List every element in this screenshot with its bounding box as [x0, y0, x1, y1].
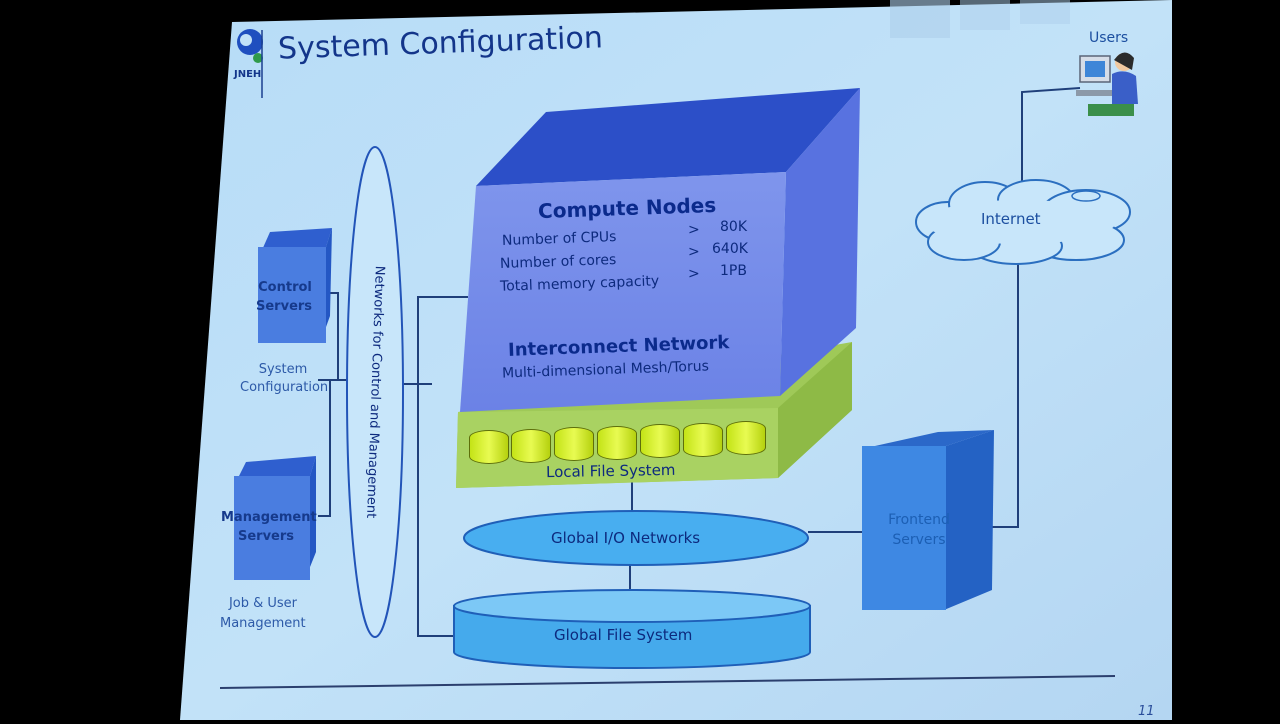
frontend-servers-box	[862, 430, 994, 610]
frontend-servers-label: Servers	[892, 532, 946, 548]
spec-op: >	[688, 266, 700, 282]
global-io-ellipse	[463, 510, 809, 566]
global-file-system-label: Global File System	[554, 626, 693, 644]
disk-icon	[683, 423, 723, 457]
page-number: 11	[1138, 704, 1155, 719]
disk-icon	[726, 421, 766, 455]
internet-cloud-icon	[915, 179, 1131, 265]
spec-value: 640K	[712, 241, 748, 257]
compute-nodes-box	[460, 88, 860, 412]
control-servers-box	[258, 228, 332, 343]
connector-lines	[318, 87, 1081, 637]
job-user-management-caption: Management	[220, 616, 306, 631]
disk-icon	[511, 429, 551, 463]
management-servers-label: Management	[221, 510, 317, 525]
spec-value: 80K	[720, 219, 747, 235]
job-user-management-caption: Job & User	[228, 596, 298, 611]
management-servers-label: Servers	[237, 529, 295, 544]
disk-icon	[554, 427, 594, 461]
disk-icon	[469, 430, 509, 464]
control-network-ellipse	[346, 146, 404, 638]
internet-label: Internet	[981, 210, 1041, 228]
users-label: Users	[1089, 30, 1129, 46]
spec-value: 1PB	[720, 263, 747, 279]
system-configuration-caption: Configuration	[240, 380, 329, 395]
global-io-label: Global I/O Networks	[551, 529, 701, 547]
system-configuration-caption: System	[258, 362, 308, 377]
spec-op: >	[688, 244, 700, 260]
disk-icon	[640, 424, 680, 458]
user-at-computer-icon	[1076, 52, 1138, 116]
local-file-system-label: Local File System	[545, 460, 676, 482]
spec-op: >	[688, 222, 700, 238]
control-servers-label: Control	[258, 280, 312, 295]
management-servers-box	[234, 456, 316, 580]
logo-text: JNEH	[234, 69, 262, 80]
footer-rule	[219, 675, 1116, 689]
global-file-system-cylinder	[453, 589, 811, 669]
control-servers-label: Servers	[256, 299, 313, 314]
disk-icon	[597, 426, 637, 460]
frontend-servers-label: Frontend	[888, 512, 950, 528]
logo-icon	[237, 29, 263, 63]
disk-cylinders	[469, 420, 779, 470]
